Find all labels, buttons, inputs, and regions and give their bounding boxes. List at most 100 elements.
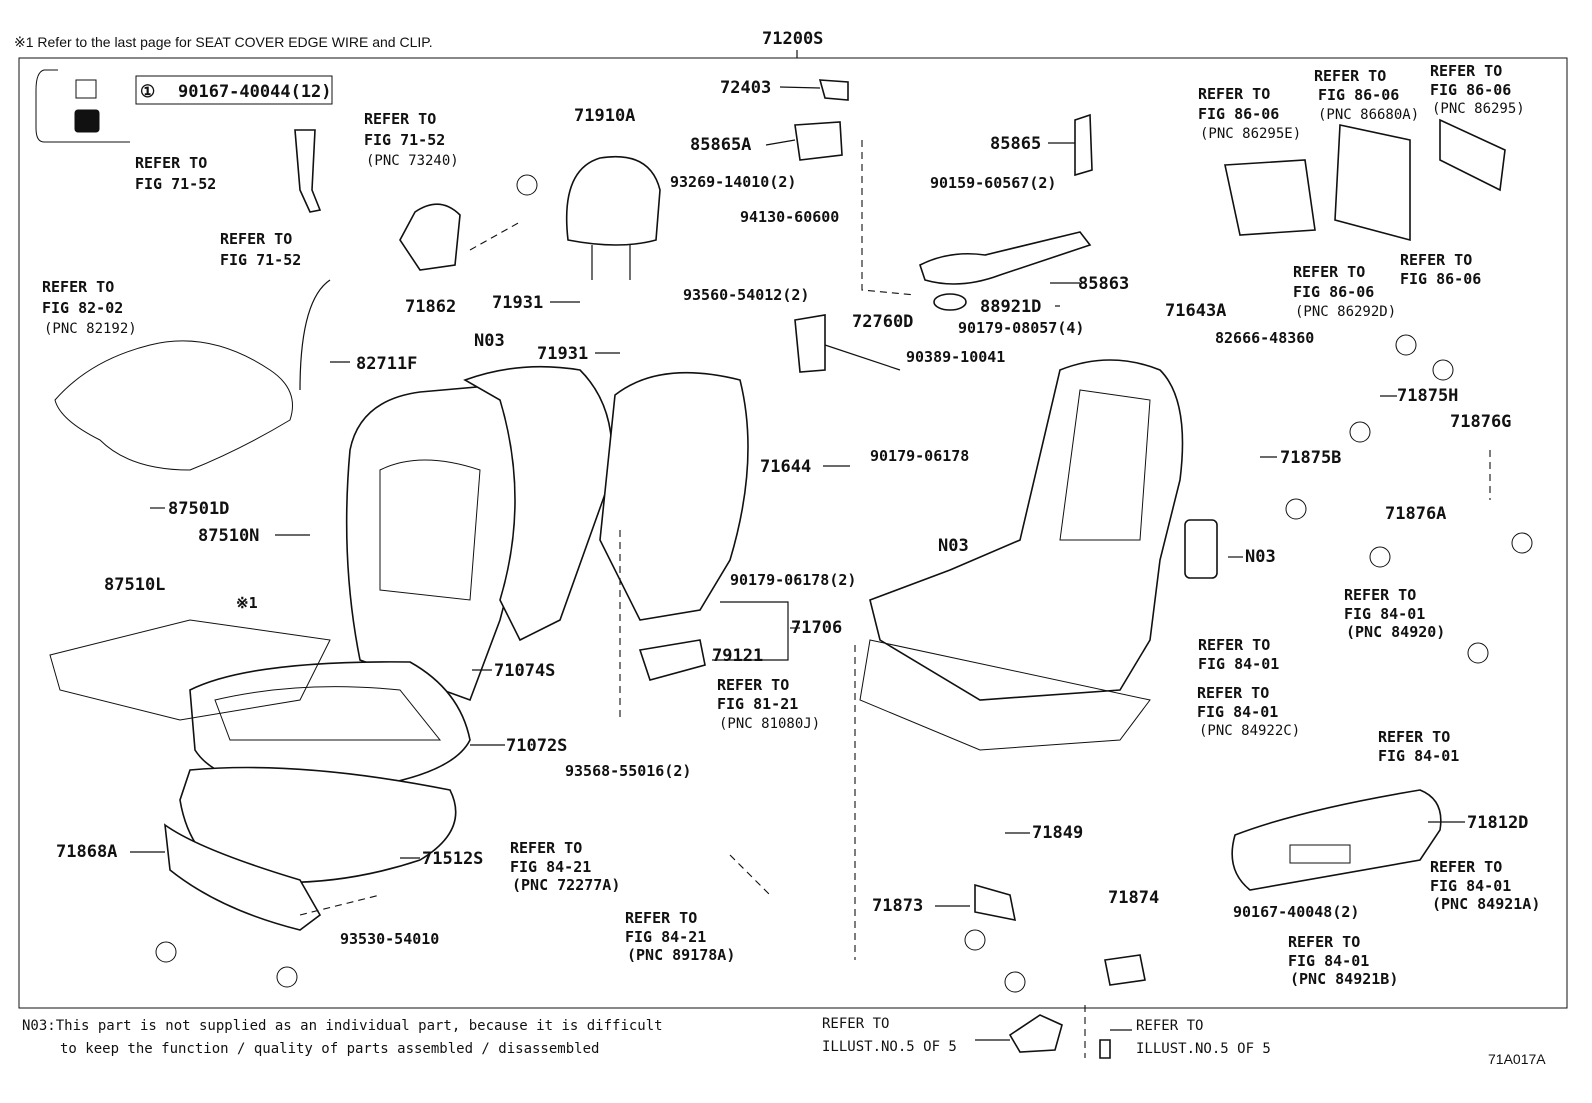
callout-79121[interactable]: 79121 <box>712 646 763 666</box>
callout-90167-40048[interactable]: 90167-40048(2) <box>1233 903 1359 921</box>
refer-fig-84-01-a[interactable]: REFER TO FIG 84-01 <box>1198 636 1279 673</box>
svg-text:REFER TO: REFER TO <box>510 839 582 857</box>
refer-fig-71-52-a[interactable]: REFER TO FIG 71-52 <box>135 154 216 193</box>
seatbelt-buckle-shape <box>294 129 322 213</box>
refer-fig-82-02[interactable]: REFER TO FIG 82-02 (PNC 82192) <box>42 278 137 337</box>
svg-text:FIG 71-52: FIG 71-52 <box>135 175 216 193</box>
callout-71812D[interactable]: 71812D <box>1467 813 1528 833</box>
callout-71876A[interactable]: 71876A <box>1385 504 1446 524</box>
refer-fig-84-01-b[interactable]: REFER TO FIG 84-01 <box>1378 728 1459 765</box>
svg-text:(PNC 84921A): (PNC 84921A) <box>1432 895 1540 913</box>
svg-text:FIG 82-02: FIG 82-02 <box>42 299 123 317</box>
refer-blocks: REFER TO FIG 71-52 (PNC 73240) REFER TO … <box>42 62 1540 988</box>
callout-82666[interactable]: 82666-48360 <box>1215 329 1314 347</box>
back-board-shape <box>599 371 749 621</box>
callout-71849[interactable]: 71849 <box>1032 823 1083 843</box>
refer-fig-84-01-84921B[interactable]: REFER TO FIG 84-01 (PNC 84921B) <box>1288 933 1398 988</box>
refer-fig-81-21[interactable]: REFER TO FIG 81-21 (PNC 81080J) <box>717 676 820 732</box>
callout-71876G[interactable]: 71876G <box>1450 412 1511 432</box>
refer-fig-84-01-84920[interactable]: REFER TO FIG 84-01 (PNC 84920) <box>1344 586 1445 641</box>
bezel-79121-shape <box>638 639 706 681</box>
refer-fig-84-01-84922C[interactable]: REFER TO FIG 84-01 (PNC 84922C) <box>1197 684 1300 739</box>
callout-93560[interactable]: 93560-54012(2) <box>683 286 809 304</box>
headrest-shape <box>565 155 661 246</box>
callout-85865[interactable]: 85865 <box>990 134 1041 154</box>
svg-text:REFER TO: REFER TO <box>1198 636 1270 654</box>
callout-93530[interactable]: 93530-54010 <box>340 930 439 948</box>
callout-87510N[interactable]: 87510N <box>198 526 259 546</box>
callout-N03-a[interactable]: N03 <box>474 331 505 351</box>
refer-fig-84-21-89178A[interactable]: REFER TO FIG 84-21 (PNC 89178A) <box>625 909 735 964</box>
legend-part-number[interactable]: 90167-40044(12) <box>178 82 332 102</box>
callout-labels: 72403 71910A 85865A 85865 93269-14010(2)… <box>56 78 1528 948</box>
callout-71875B[interactable]: 71875B <box>1280 448 1341 468</box>
cap-88921D-shape <box>933 293 967 311</box>
callout-71074S[interactable]: 71074S <box>494 661 555 681</box>
illust-ref-b-line1[interactable]: REFER TO <box>1136 1018 1203 1034</box>
callout-90179-08057[interactable]: 90179-08057(4) <box>958 319 1084 337</box>
callout-note1: ※1 <box>236 594 258 612</box>
svg-text:(PNC 86680A): (PNC 86680A) <box>1318 107 1419 123</box>
refer-fig-71-52-pnc-73240[interactable]: REFER TO FIG 71-52 (PNC 73240) <box>364 110 459 169</box>
callout-85863[interactable]: 85863 <box>1078 274 1129 294</box>
callout-71072S[interactable]: 71072S <box>506 736 567 756</box>
callout-71644[interactable]: 71644 <box>760 457 811 477</box>
bracket-72403-shape <box>818 79 849 101</box>
front-cover-shape <box>164 823 322 931</box>
callout-90179-06178[interactable]: 90179-06178 <box>870 447 969 465</box>
callout-93269[interactable]: 93269-14010(2) <box>670 173 796 191</box>
callout-71868A[interactable]: 71868A <box>56 842 117 862</box>
callout-71862[interactable]: 71862 <box>405 297 456 317</box>
illust-ref-a-line2[interactable]: ILLUST.NO.5 OF 5 <box>822 1039 957 1055</box>
callout-90179-06178-2[interactable]: 90179-06178(2) <box>730 571 856 589</box>
bracket-85865A-shape <box>794 121 843 161</box>
callout-71874[interactable]: 71874 <box>1108 888 1159 908</box>
refer-fig-86-06-86680A[interactable]: REFER TO FIG 86-06 (PNC 86680A) <box>1314 67 1419 123</box>
callout-90389[interactable]: 90389-10041 <box>906 348 1005 366</box>
refer-fig-86-06-86295[interactable]: REFER TO FIG 86-06 (PNC 86295) <box>1430 62 1525 117</box>
svg-text:(PNC 84920): (PNC 84920) <box>1346 623 1445 641</box>
svg-text:REFER TO: REFER TO <box>220 230 292 248</box>
refer-fig-84-21-72277A[interactable]: REFER TO FIG 84-21 (PNC 72277A) <box>510 839 620 894</box>
svg-text:FIG 84-21: FIG 84-21 <box>510 858 591 876</box>
callout-87501D[interactable]: 87501D <box>168 499 229 519</box>
callout-71931-a[interactable]: 71931 <box>492 293 543 313</box>
callout-71910A[interactable]: 71910A <box>574 106 635 126</box>
illust-ref-b-line2[interactable]: ILLUST.NO.5 OF 5 <box>1136 1041 1271 1057</box>
illust-ref-a-line1[interactable]: REFER TO <box>822 1016 889 1032</box>
callout-N03-b[interactable]: N03 <box>938 536 969 556</box>
bracket-71874-shape <box>1104 954 1146 986</box>
callout-85865A[interactable]: 85865A <box>690 135 751 155</box>
svg-text:REFER TO: REFER TO <box>1197 684 1269 702</box>
svg-text:(PNC 72277A): (PNC 72277A) <box>512 876 620 894</box>
callout-N03-c[interactable]: N03 <box>1245 547 1276 567</box>
callout-93568[interactable]: 93568-55016(2) <box>565 762 691 780</box>
svg-text:(PNC 86295): (PNC 86295) <box>1432 101 1525 117</box>
assembly-number[interactable]: 71200S <box>762 29 823 49</box>
callout-87510L[interactable]: 87510L <box>104 575 165 595</box>
airbag-shape <box>1184 519 1218 579</box>
callout-72403[interactable]: 72403 <box>720 78 771 98</box>
callout-82711F[interactable]: 82711F <box>356 354 417 374</box>
refer-fig-86-06[interactable]: REFER TO FIG 86-06 <box>1400 251 1481 288</box>
refer-fig-71-52-b[interactable]: REFER TO FIG 71-52 <box>220 230 301 269</box>
refer-fig-86-06-86295E[interactable]: REFER TO FIG 86-06 (PNC 86295E) <box>1198 85 1301 142</box>
callout-88921D[interactable]: 88921D <box>980 297 1041 317</box>
svg-text:FIG 84-01: FIG 84-01 <box>1288 952 1369 970</box>
callout-71706[interactable]: 71706 <box>791 618 842 638</box>
callout-71873[interactable]: 71873 <box>872 896 923 916</box>
figure-code: 71A017A <box>1488 1051 1546 1067</box>
svg-text:REFER TO: REFER TO <box>42 278 114 296</box>
callout-90159[interactable]: 90159-60567(2) <box>930 174 1056 192</box>
legend-mark: ① <box>140 82 155 102</box>
callout-71931-b[interactable]: 71931 <box>537 344 588 364</box>
refer-fig-86-06-86292D[interactable]: REFER TO FIG 86-06 (PNC 86292D) <box>1293 263 1396 320</box>
fasteners <box>155 174 1533 993</box>
svg-text:REFER TO: REFER TO <box>135 154 207 172</box>
callout-94130[interactable]: 94130-60600 <box>740 208 839 226</box>
callout-72760D[interactable]: 72760D <box>852 312 913 332</box>
callout-71875H[interactable]: 71875H <box>1397 386 1458 406</box>
callout-71643A[interactable]: 71643A <box>1165 301 1226 321</box>
refer-fig-84-01-84921A[interactable]: REFER TO FIG 84-01 (PNC 84921A) <box>1430 858 1540 913</box>
callout-71512S[interactable]: 71512S <box>422 849 483 869</box>
